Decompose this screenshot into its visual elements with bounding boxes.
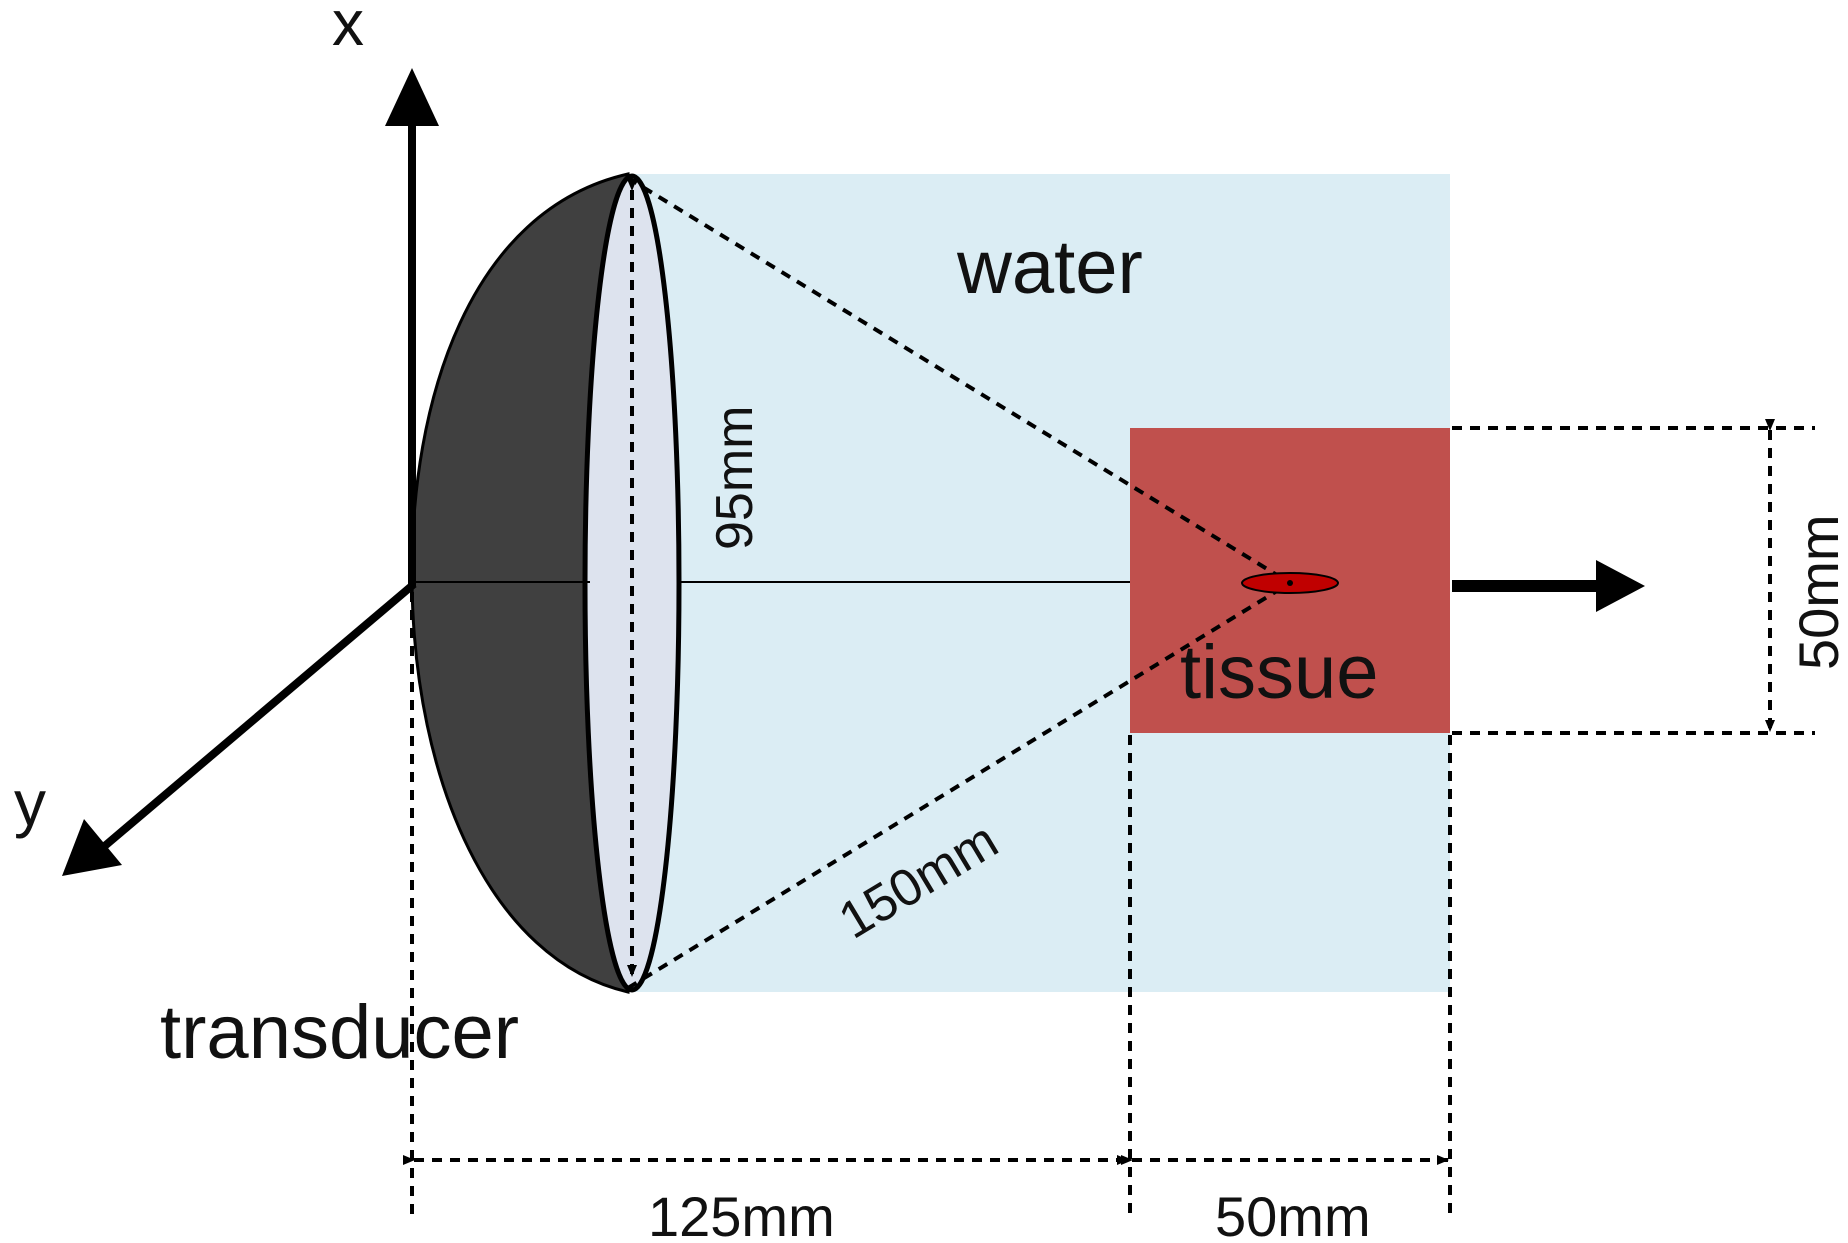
- transducer-label: transducer: [160, 990, 519, 1075]
- x-axis-label: x: [332, 0, 364, 59]
- y-axis-arrowhead: [62, 819, 122, 876]
- aperture-label: 95mm: [706, 406, 764, 550]
- tissue-depth-label: 50mm: [1215, 1185, 1371, 1243]
- focal-line-lower: [626, 581, 1292, 990]
- y-axis-line: [97, 580, 417, 854]
- y-axis-label: y: [14, 767, 46, 839]
- focal-line-upper: [626, 176, 1292, 585]
- water-label: water: [956, 225, 1143, 310]
- focal-point: [1287, 580, 1293, 586]
- tissue-height-label: 50mm: [1787, 514, 1848, 670]
- tissue-label: tissue: [1180, 630, 1379, 715]
- water-gap-label: 125mm: [648, 1185, 835, 1243]
- beam-direction-arrowhead: [1596, 560, 1645, 612]
- x-axis-arrowhead: [385, 68, 439, 126]
